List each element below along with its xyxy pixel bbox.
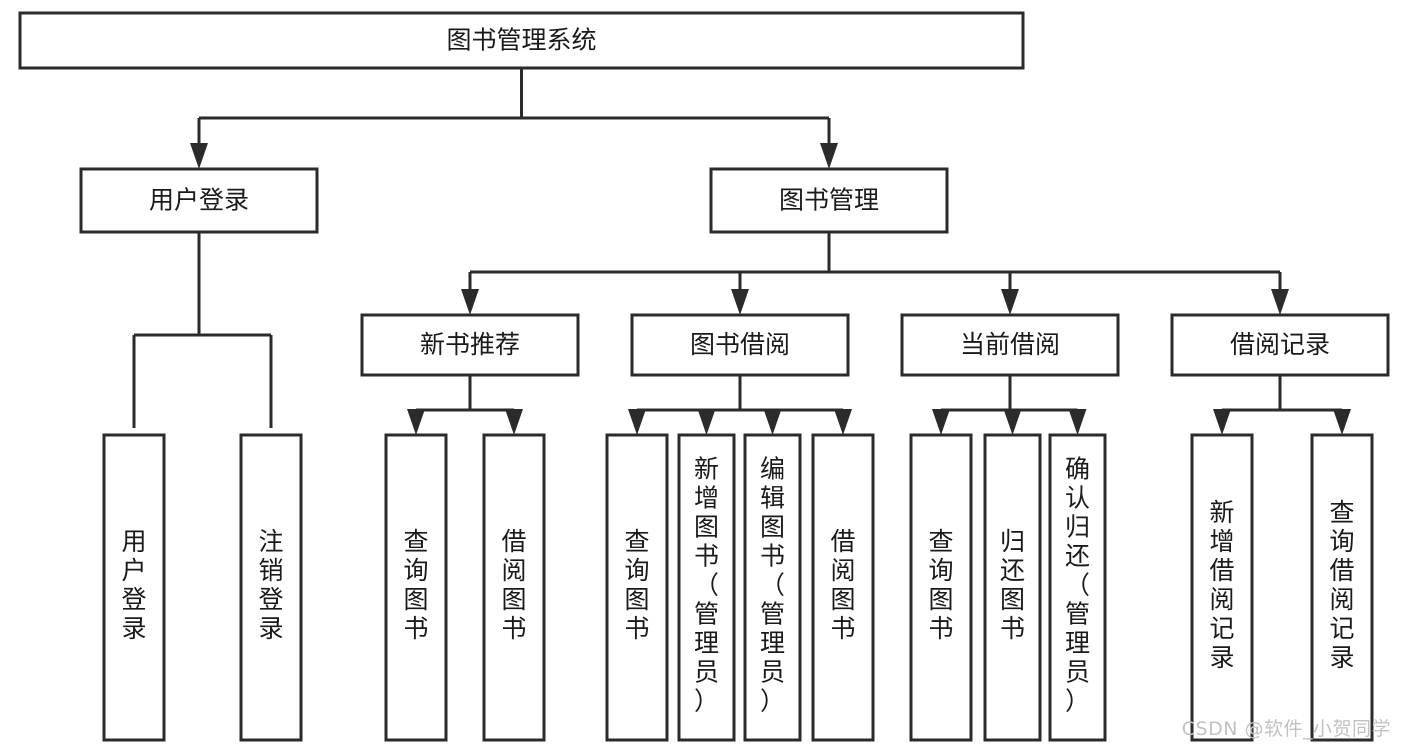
node-box — [79, 167, 319, 234]
csdn-watermark: CSDN @软件_小贺同学 — [1181, 718, 1391, 740]
node-box — [1170, 313, 1390, 377]
node-label: 查询图书 — [928, 527, 953, 643]
node-box — [909, 433, 973, 742]
node-label: 新书推荐 — [420, 330, 520, 359]
node-box — [102, 433, 166, 742]
node-leaf-user-login[interactable]: 用户登录 — [102, 433, 166, 742]
node-leaf-borrow-book-1[interactable]: 借阅图书 — [482, 433, 546, 742]
node-label: 图书管理系统 — [446, 26, 596, 55]
node-leaf-borrow-book-2[interactable]: 借阅图书 — [811, 433, 875, 742]
node-label: 注销登录 — [258, 527, 283, 643]
node-box — [239, 433, 303, 742]
node-book-management[interactable]: 图书管理 — [709, 167, 949, 234]
node-leaf-confirm-return[interactable]: 确认归还（管理员） — [1048, 433, 1107, 742]
connector-layer — [132, 68, 1351, 435]
node-layer: 图书管理系统用户登录图书管理新书推荐图书借阅当前借阅借阅记录用户登录注销登录查询… — [18, 11, 1390, 742]
arrowhead-icon — [820, 143, 838, 169]
node-box — [677, 433, 736, 742]
node-current-borrow[interactable]: 当前借阅 — [900, 313, 1120, 377]
node-leaf-add-book[interactable]: 新增图书（管理员） — [677, 433, 736, 742]
node-leaf-edit-book[interactable]: 编辑图书（管理员） — [743, 433, 802, 742]
arrowhead-icon — [1068, 409, 1087, 435]
node-leaf-logout[interactable]: 注销登录 — [239, 433, 303, 742]
arrowhead-icon — [1213, 409, 1231, 435]
arrowhead-icon — [834, 409, 852, 435]
node-box — [384, 433, 448, 742]
node-box — [709, 167, 949, 234]
node-box — [1048, 433, 1107, 742]
node-label: 确认归还（管理员） — [1065, 455, 1090, 716]
arrowhead-icon — [1271, 289, 1289, 315]
node-box — [983, 433, 1042, 742]
node-label: 归还图书 — [1000, 527, 1025, 643]
arrowhead-icon — [1003, 409, 1022, 435]
node-box — [1190, 433, 1254, 742]
node-user-login[interactable]: 用户登录 — [79, 167, 319, 234]
node-root[interactable]: 图书管理系统 — [18, 11, 1025, 70]
node-label: 查询图书 — [403, 527, 428, 643]
node-label: 图书管理 — [779, 186, 879, 215]
arrowhead-icon — [1333, 409, 1351, 435]
arrowhead-icon — [407, 409, 425, 435]
node-label: 用户登录 — [149, 186, 249, 215]
node-label: 查询借阅记录 — [1329, 498, 1354, 672]
arrowhead-icon — [731, 289, 749, 315]
node-label: 查询图书 — [624, 527, 649, 643]
node-box — [18, 11, 1025, 70]
node-borrow-record[interactable]: 借阅记录 — [1170, 313, 1390, 377]
node-leaf-query-book-2[interactable]: 查询图书 — [605, 433, 669, 742]
node-box — [1310, 433, 1374, 742]
node-label: 编辑图书（管理员） — [760, 455, 785, 716]
node-leaf-return-book[interactable]: 归还图书 — [983, 433, 1042, 742]
node-leaf-query-book-3[interactable]: 查询图书 — [909, 433, 973, 742]
node-box — [900, 313, 1120, 377]
node-leaf-query-record[interactable]: 查询借阅记录 — [1310, 433, 1374, 742]
node-label: 借阅图书 — [501, 527, 526, 643]
node-box — [630, 313, 850, 377]
node-box — [605, 433, 669, 742]
node-box — [811, 433, 875, 742]
arrowhead-icon — [190, 143, 208, 169]
node-label: 用户登录 — [121, 527, 146, 643]
arrowhead-icon — [1001, 289, 1019, 315]
node-box — [360, 313, 580, 377]
node-book-borrow[interactable]: 图书借阅 — [630, 313, 850, 377]
node-leaf-add-record[interactable]: 新增借阅记录 — [1190, 433, 1254, 742]
arrowhead-icon — [763, 409, 782, 435]
arrowhead-icon — [628, 409, 646, 435]
arrowhead-icon — [461, 289, 479, 315]
node-label: 图书借阅 — [690, 330, 790, 359]
node-label: 当前借阅 — [960, 330, 1060, 359]
node-label: 借阅记录 — [1230, 330, 1330, 359]
node-label: 新增图书（管理员） — [694, 455, 719, 716]
node-label: 新增借阅记录 — [1209, 498, 1234, 672]
node-new-book-recommend[interactable]: 新书推荐 — [360, 313, 580, 377]
arrowhead-icon — [932, 409, 950, 435]
arrowhead-icon — [505, 409, 523, 435]
node-box — [482, 433, 546, 742]
arrowhead-icon — [697, 409, 716, 435]
node-leaf-query-book-1[interactable]: 查询图书 — [384, 433, 448, 742]
node-box — [743, 433, 802, 742]
node-label: 借阅图书 — [830, 527, 855, 643]
